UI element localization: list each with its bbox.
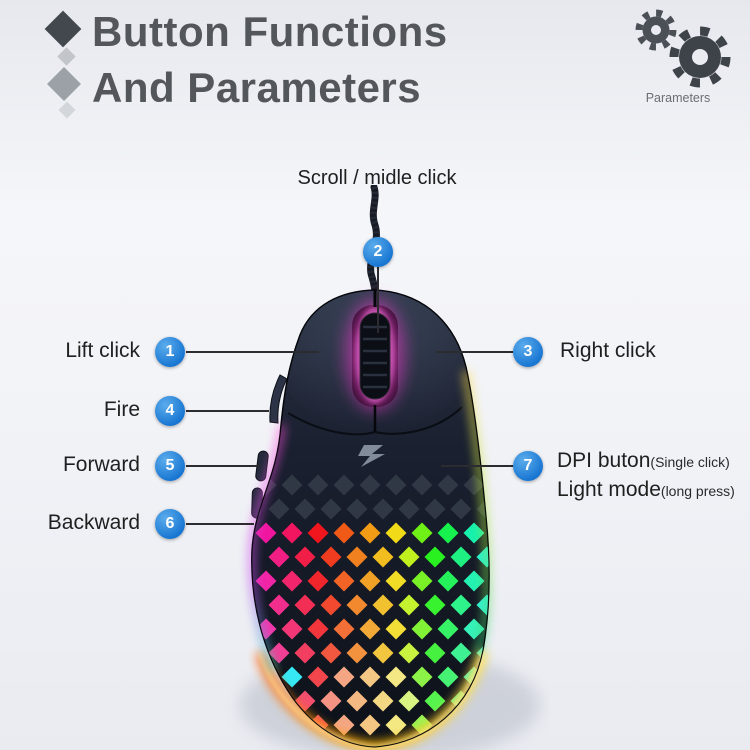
light-mode-label: Light mode bbox=[557, 478, 661, 501]
right-glow bbox=[463, 370, 490, 654]
light-mode-sublabel: (long press) bbox=[660, 483, 735, 499]
dpi-light-label: DPI buton(Single click) Light mode(long … bbox=[557, 447, 735, 505]
title-diamond-small-2 bbox=[58, 101, 76, 119]
callout-7-line bbox=[441, 465, 514, 467]
wheel-ridges bbox=[363, 325, 387, 389]
callout-2-scroll: 2 bbox=[363, 237, 393, 267]
callout-7-dpi: 7 bbox=[513, 451, 543, 481]
lift-click-label: Lift click bbox=[65, 339, 140, 362]
big-gear-icon bbox=[669, 26, 731, 88]
title-diamond-small-1 bbox=[57, 47, 76, 66]
callout-4-line bbox=[186, 410, 269, 412]
callout-1-lift: 1 bbox=[155, 337, 185, 367]
title-diamond-gray-2 bbox=[47, 67, 81, 101]
page-title-line2: And Parameters bbox=[92, 64, 422, 111]
honeycomb-led-pattern bbox=[255, 474, 490, 736]
forward-label: Forward bbox=[62, 453, 140, 476]
callout-3-right: 3 bbox=[513, 337, 543, 367]
callout-5-forward: 5 bbox=[155, 451, 185, 481]
dpi-button-sublabel: (Single click) bbox=[650, 454, 730, 470]
callout-2-line bbox=[377, 267, 379, 333]
dpi-label-line1: DPI buton(Single click) bbox=[557, 447, 735, 476]
callout-1-line bbox=[186, 351, 319, 353]
title-diamond-dark-1 bbox=[44, 10, 82, 48]
fire-label: Fire bbox=[103, 398, 140, 421]
dpi-label-line2: Light mode(long press) bbox=[557, 476, 735, 505]
parameters-gears-icon bbox=[635, 9, 731, 88]
callout-6-line bbox=[186, 523, 254, 525]
brand-logo bbox=[358, 445, 385, 467]
mouse-outline bbox=[251, 289, 490, 748]
fire-button bbox=[269, 374, 288, 424]
scroll-wheel bbox=[359, 312, 391, 400]
callout-4-fire: 4 bbox=[155, 396, 185, 426]
page-title-line1: Button Functions bbox=[92, 8, 448, 55]
small-gear-icon bbox=[635, 9, 677, 51]
callout-6-backward: 6 bbox=[155, 509, 185, 539]
button-seam bbox=[287, 406, 463, 436]
mouse-product-image bbox=[240, 185, 540, 750]
callout-3-line bbox=[436, 351, 514, 353]
scroll-click-label: Scroll / midle click bbox=[297, 167, 457, 189]
parameters-caption: Parameters bbox=[645, 91, 711, 105]
dpi-button-label: DPI buton bbox=[557, 449, 651, 472]
callout-5-line bbox=[186, 465, 261, 467]
right-click-label: Right click bbox=[560, 339, 656, 362]
backward-label: Backward bbox=[47, 511, 140, 534]
